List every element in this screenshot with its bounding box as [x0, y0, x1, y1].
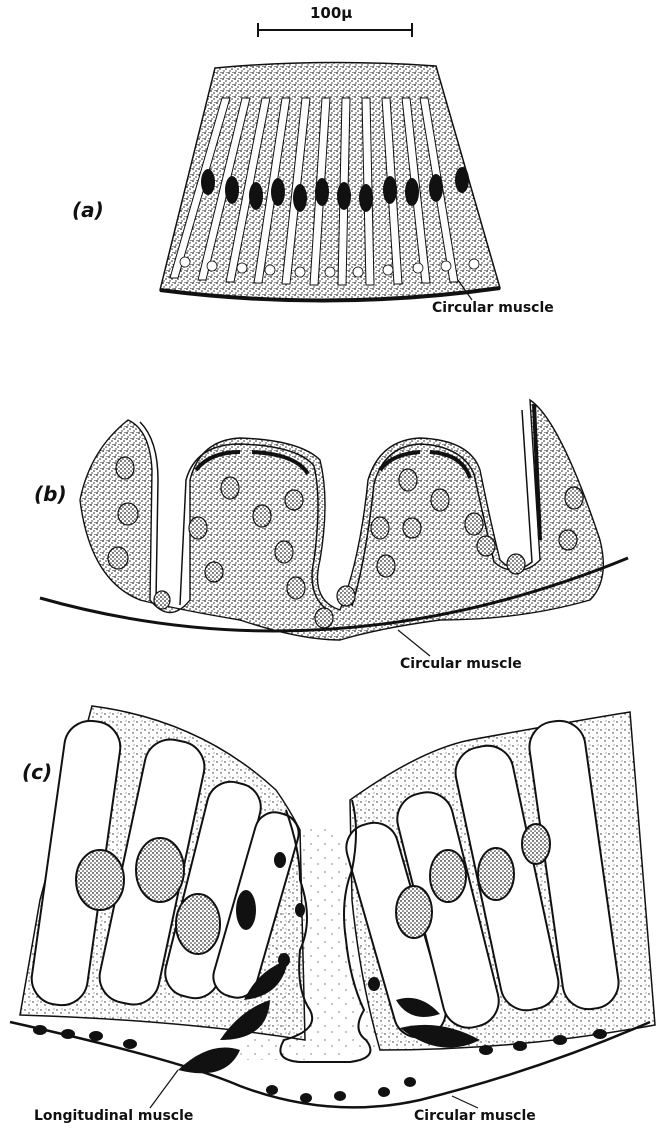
- panel-c-letter: (c): [22, 760, 52, 784]
- panel-a-circular-muscle-label: Circular muscle: [432, 300, 554, 316]
- panel-a-letter: (a): [72, 198, 104, 222]
- scale-bar-label: 100μ: [310, 4, 352, 22]
- panel-c-longitudinal-muscle-label: Longitudinal muscle: [34, 1108, 193, 1124]
- panel-c-circular-muscle-label: Circular muscle: [414, 1108, 536, 1124]
- panel-c-epithelium: [10, 706, 655, 1108]
- panel-b-letter: (b): [34, 482, 67, 506]
- panel-b-epithelium: [40, 400, 628, 656]
- panel-a-epithelium: [160, 62, 500, 300]
- panel-b-circular-muscle-label: Circular muscle: [400, 656, 522, 672]
- scale-bar: [258, 23, 412, 37]
